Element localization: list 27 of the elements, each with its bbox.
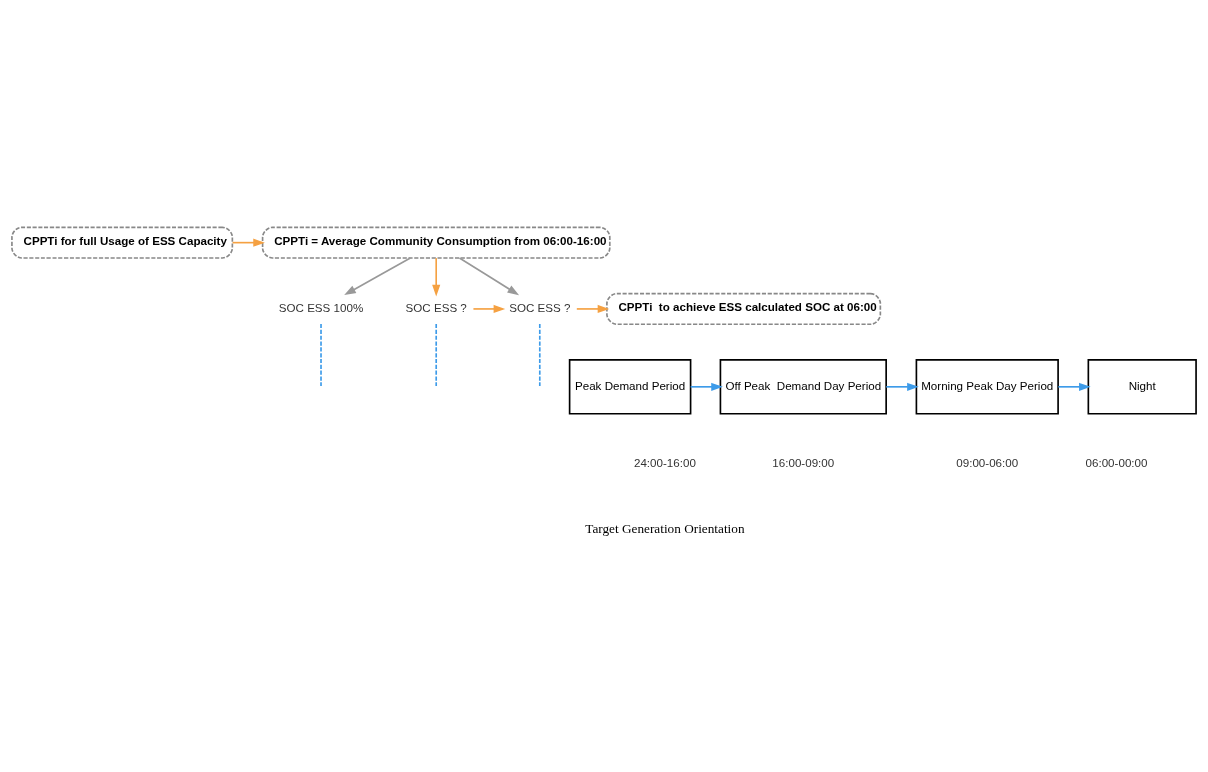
arrow: [344, 257, 412, 296]
node-text: SOC ESS ?: [405, 301, 467, 314]
label: 24:00-16:00: [633, 456, 696, 470]
arrow: [885, 382, 919, 391]
arrow: [432, 257, 441, 297]
label: Target Generation Orientation: [585, 520, 745, 536]
arrow: [458, 257, 520, 296]
label: 09:00-06:00: [956, 456, 1019, 470]
arrow: [1057, 382, 1091, 391]
label: 06:00-00:00: [1085, 456, 1148, 470]
label: 16:00-09:00: [772, 456, 835, 470]
connector: [538, 323, 541, 387]
node-box: CPPTi to achieve ESS calculated SOC at 06:00: [606, 292, 882, 326]
arrow: [231, 238, 265, 247]
node-text: SOC ESS ?: [509, 301, 571, 314]
connector: [320, 323, 322, 387]
node-box: Peak Demand Period: [568, 359, 692, 415]
arrow: [575, 304, 610, 313]
node-box: CPPTi = Average Community Consumption from 06:00-16:00: [261, 226, 611, 259]
node-box: CPPTi for full Usage of ESS Capacity: [11, 226, 234, 259]
connector: [435, 323, 438, 387]
arrow: [689, 382, 723, 391]
node-box: Night: [1087, 359, 1197, 415]
node-text: SOC ESS 100%: [278, 301, 364, 314]
node-box: Morning Peak Day Period: [915, 359, 1059, 415]
node-box: Off Peak Demand Day Period: [719, 359, 887, 415]
arrow: [472, 304, 506, 313]
